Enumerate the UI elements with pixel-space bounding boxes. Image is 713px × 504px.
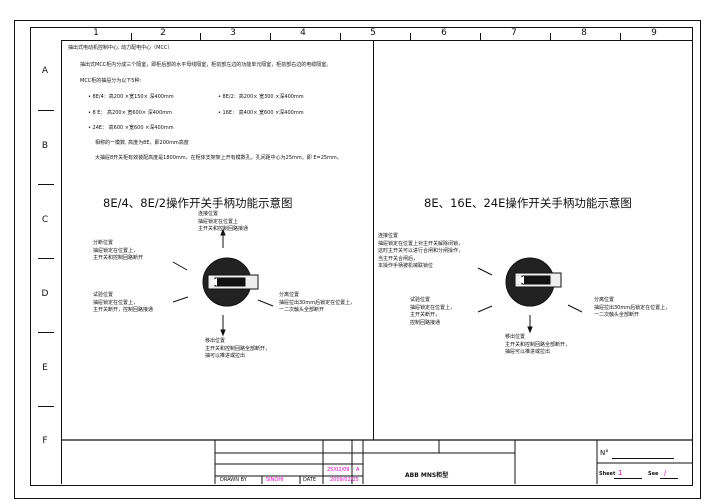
isolate-position-text: 一二次触头全部断开 — [279, 307, 325, 313]
row-letter: A — [41, 66, 49, 76]
intro-p2: MCC柜的抽屉分为以下5种: — [80, 78, 142, 84]
remove-position-text: 移出位置 — [205, 338, 226, 344]
isolate-position-text: 抽屉拉出30mm后锁定在位置上， — [279, 299, 356, 306]
column-number: 3 — [230, 28, 236, 38]
left-strip-divider — [61, 40, 62, 484]
test-position-text: 试验位置 — [93, 292, 114, 298]
column-tick — [620, 33, 621, 40]
sheet-underline — [614, 478, 642, 479]
column-number: 6 — [441, 28, 447, 38]
off-position-text: 抽屉锁定在位置上， — [93, 247, 139, 254]
row-letter: D — [41, 289, 49, 299]
row-letter: B — [41, 141, 49, 151]
remove-position-text: 抽屉可以推进或拉出 — [505, 349, 551, 355]
column-tick — [410, 33, 411, 40]
remove-position-text: 抽可以推进或拉出 — [205, 353, 246, 359]
test-position-text: 抽屉锁定在位置上， — [410, 304, 456, 311]
column-number: 1 — [93, 28, 99, 38]
header-divider — [61, 40, 692, 41]
right-arrows — [477, 267, 583, 334]
see-value: / — [664, 469, 667, 477]
connect-position-text: 连接位置 — [378, 233, 399, 239]
row-tick — [38, 110, 54, 111]
revision-date: 25/02/09 — [327, 467, 350, 473]
row-tick — [38, 258, 54, 259]
test-position-text: 抽屉锁定在位置上， — [93, 299, 139, 306]
center-divider — [373, 40, 374, 440]
left-knob — [202, 257, 259, 307]
test-position-text: 主开关断开，控制回路接通 — [93, 307, 154, 313]
column-number: 5 — [370, 28, 376, 38]
column-tick — [340, 33, 341, 40]
connect-position-text: 这时主开关可以进行合闸和分闸操作， — [378, 248, 464, 254]
right-diagram-title: 8E、16E、24E操作开关手柄功能示意图 — [424, 196, 632, 210]
isolate-position-text: 一二次触头全部断开 — [594, 312, 640, 318]
drawn-by-value: SINOHI — [266, 477, 284, 483]
date-label: DATE — [303, 477, 317, 483]
drawn-by-label: DRAWN BY — [220, 477, 247, 483]
off-position-text: 分断位置 — [93, 240, 114, 246]
sheet-value: 1 — [618, 469, 623, 477]
column-tick — [200, 33, 201, 40]
row-letter: C — [41, 215, 49, 225]
project-name: ABB MNS柜型 — [405, 472, 449, 479]
intro-p3: 相称的一模数, 高度为8E，即200mm高度 — [95, 140, 189, 146]
drawer-item: • 16E： 高400× 宽600 ×深400mm — [218, 110, 304, 116]
isolate-position-text: 抽屉拉出30mm后锁定在位置上， — [594, 304, 671, 311]
number-label: N° — [600, 449, 609, 457]
off-position-text: 主开关和控制回路断开 — [93, 255, 144, 261]
column-number: 7 — [511, 28, 517, 38]
intro-p1: 抽出式MCC柜内分成三个隔室，即柜后部的水平母线隔室，柜前部左边的功能单元隔室，… — [80, 62, 332, 68]
sheet-label: Sheet — [599, 471, 616, 477]
see-underline — [660, 478, 678, 479]
connect-position-text: 抽屉锁定在位置上对主开关解除闭锁， — [378, 240, 464, 247]
remove-position-text: 移出位置 — [505, 334, 526, 340]
drawer-item: • 8 E： 高200× 宽600× 深400mm — [88, 110, 172, 116]
revision: A — [356, 467, 360, 473]
row-letter: E — [42, 363, 48, 373]
drawer-item: • 8E/4：高200 ×宽150× 深400mm — [88, 94, 174, 100]
column-number: 2 — [160, 28, 166, 38]
column-tick — [270, 33, 271, 40]
row-tick — [38, 184, 54, 185]
left-diagram-title: 8E/4、8E/2操作开关手柄功能示意图 — [103, 196, 293, 210]
test-position-text: 试验位置 — [410, 297, 431, 303]
date-value: 2009/02/25 — [330, 477, 359, 483]
connect-position-text: 当主开关合闸后， — [378, 255, 419, 262]
column-number: 8 — [581, 28, 587, 38]
drawer-item: • 24E： 高600 ×宽600 ×深400mm — [88, 125, 174, 131]
connect-position-text: 连接位置 — [198, 211, 219, 217]
intro-p4: 大抽屉8开关柜有效装配高度是1800mm，在柜体支架架上开有模数孔，孔间距中心为… — [95, 155, 342, 161]
test-position-text: 控制回路接通 — [410, 319, 441, 326]
left-arrows — [172, 228, 274, 337]
see-label: See — [648, 471, 659, 477]
remove-position-text: 主开关和控制回路全部断开， — [505, 341, 571, 348]
column-tick — [131, 33, 132, 40]
column-tick — [550, 33, 551, 40]
column-number: 4 — [300, 28, 306, 38]
remove-position-text: 主开关和控制回路全部断开， — [205, 345, 271, 352]
column-number: 9 — [651, 28, 657, 38]
column-tick — [480, 33, 481, 40]
connect-position-text: 抽屉锁定在位置上 — [198, 218, 239, 225]
title-block-lines — [61, 439, 692, 484]
row-tick — [38, 332, 54, 333]
connect-position-text: 本操作手柄被机械联锁位 — [378, 263, 434, 269]
test-position-text: 主开关断开， — [410, 312, 441, 318]
intro-heading: 抽出式电动机控制中心, 动力配电中心（MCC） — [68, 45, 173, 51]
inner-frame — [30, 27, 693, 486]
right-knob — [505, 257, 562, 307]
isolate-position-text: 分离位置 — [279, 292, 300, 298]
row-tick — [38, 406, 54, 407]
row-letter: F — [42, 436, 48, 446]
outer-border — [14, 20, 701, 499]
number-underline — [612, 458, 674, 459]
drawer-item: • 8E/2：高200× 宽300 ×深400mm — [218, 94, 304, 100]
isolate-position-text: 分离位置 — [594, 297, 615, 303]
